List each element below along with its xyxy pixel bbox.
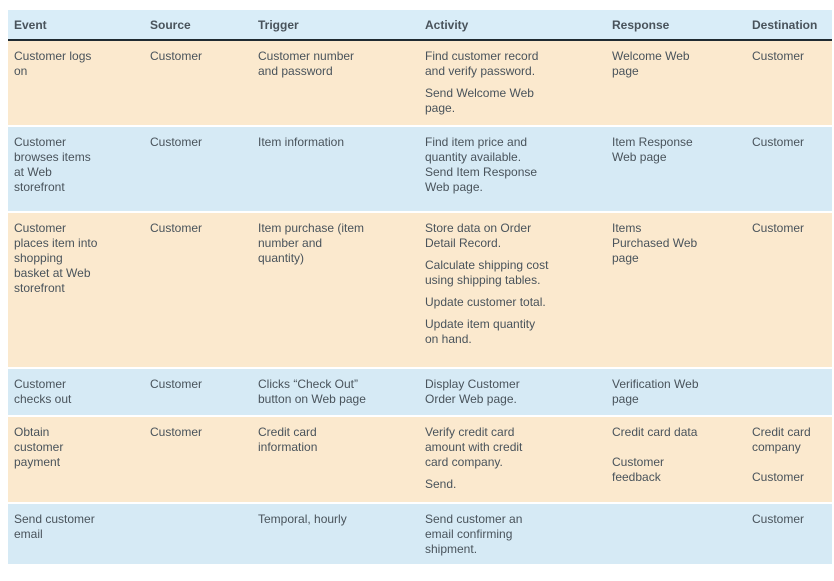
cell-paragraph: Verification Web page: [612, 377, 699, 406]
cell-trigger: Item purchase (item number and quantity): [258, 213, 425, 367]
cell-destination: Customer: [752, 41, 832, 125]
cell-destination: Customer: [752, 504, 832, 564]
cell-paragraph: Verify credit card amount with credit ca…: [425, 425, 523, 469]
cell-paragraph: Customer: [150, 377, 203, 391]
cell-paragraph: Welcome Web page: [612, 49, 690, 78]
cell-trigger: Credit card information: [258, 417, 425, 502]
cell-paragraph: Customer places item into shopping baske…: [14, 221, 98, 295]
cell-source: Customer: [150, 417, 258, 502]
cell-paragraph: Send.: [425, 477, 457, 491]
column-header-trigger: Trigger: [258, 18, 299, 32]
cell-source: [150, 504, 258, 564]
cell-event: Send customer email: [8, 504, 150, 564]
cell-trigger: Item information: [258, 127, 425, 211]
column-header-event: Event: [14, 18, 47, 32]
column-header-response: Response: [612, 18, 670, 32]
cell-paragraph: Customer checks out: [14, 377, 72, 406]
cell-source: Customer: [150, 213, 258, 367]
cell-paragraph: Send customer email: [14, 512, 95, 541]
cell-paragraph: Update customer total.: [425, 295, 546, 309]
cell-activity: Send customer an email confirming shipme…: [425, 504, 612, 564]
cell-paragraph: Obtain customer payment: [14, 425, 64, 469]
cell-paragraph: Item purchase (item number and quantity): [258, 221, 365, 265]
cell-paragraph: Customer: [752, 470, 805, 484]
cell-source: Customer: [150, 127, 258, 211]
cell-paragraph: Item information: [258, 135, 345, 149]
table-row: Customer browses items at Web storefront…: [8, 127, 832, 211]
cell-paragraph: Item Response Web page: [612, 135, 693, 164]
cell-activity: Store data on Order Detail Record. Calcul…: [425, 213, 612, 367]
cell-paragraph: Update item quantity on hand.: [425, 317, 536, 346]
table-row: Customer checks out Customer Clicks “Check…: [8, 369, 832, 415]
cell-activity: Display Customer Order Web page.: [425, 369, 612, 415]
cell-paragraph: Items Purchased Web page: [612, 221, 698, 265]
cell-paragraph: Customer feedback: [612, 455, 665, 484]
table-row: Send customer email Temporal, hourly Send …: [8, 504, 832, 564]
cell-paragraph: Customer: [752, 512, 805, 526]
cell-trigger: Clicks “Check Out” button on Web page: [258, 369, 425, 415]
table-row: Customer logs on Customer Customer number …: [8, 41, 832, 125]
cell-paragraph: Customer: [150, 221, 203, 235]
cell-paragraph: Customer logs on: [14, 49, 92, 78]
cell-event: Customer browses items at Web storefront: [8, 127, 150, 211]
cell-source: Customer: [150, 369, 258, 415]
cell-paragraph: Find item price and quantity available. …: [425, 135, 538, 194]
cell-response: Welcome Web page: [612, 41, 752, 125]
table-row: Customer places item into shopping baske…: [8, 213, 832, 367]
cell-paragraph: Clicks “Check Out” button on Web page: [258, 377, 366, 406]
cell-paragraph: Customer: [150, 425, 203, 439]
event-table: Event Source Trigger Activity Response Destin…: [8, 10, 832, 564]
cell-paragraph: Credit card company: [752, 425, 811, 454]
cell-paragraph: Temporal, hourly: [258, 512, 347, 526]
column-header-activity: Activity: [425, 18, 469, 32]
cell-trigger: Temporal, hourly: [258, 504, 425, 564]
cell-response: Item Response Web page: [612, 127, 752, 211]
cell-trigger: Customer number and password: [258, 41, 425, 125]
cell-event: Obtain customer payment: [8, 417, 150, 502]
cell-paragraph: Customer: [752, 221, 805, 235]
cell-paragraph: Calculate shipping cost using shipping t…: [425, 258, 549, 287]
cell-activity: Verify credit card amount with credit ca…: [425, 417, 612, 502]
cell-paragraph: Customer: [150, 49, 203, 63]
cell-paragraph: Customer: [752, 135, 805, 149]
cell-paragraph: Store data on Order Detail Record.: [425, 221, 532, 250]
cell-paragraph: Customer: [150, 135, 203, 149]
cell-paragraph: Customer number and password: [258, 49, 355, 78]
cell-response: [612, 504, 752, 564]
cell-source: Customer: [150, 41, 258, 125]
cell-activity: Find customer record and verify password…: [425, 41, 612, 125]
cell-paragraph: Send customer an email confirming shipme…: [425, 512, 523, 556]
cell-paragraph: Customer browses items at Web storefront: [14, 135, 91, 194]
cell-paragraph: Display Customer Order Web page.: [425, 377, 520, 406]
header-row: Event Source Trigger Activity Response Destin…: [8, 10, 832, 41]
cell-event: Customer places item into shopping baske…: [8, 213, 150, 367]
cell-paragraph: Credit card information: [258, 425, 318, 454]
cell-event: Customer logs on: [8, 41, 150, 125]
cell-destination: Customer: [752, 213, 832, 367]
cell-paragraph: Customer: [752, 49, 805, 63]
column-header-destination: Destination: [752, 18, 818, 32]
cell-response: Items Purchased Web page: [612, 213, 752, 367]
column-header-source: Source: [150, 18, 191, 32]
cell-destination: [752, 369, 832, 415]
cell-paragraph: Send Welcome Web page.: [425, 86, 534, 115]
cell-destination: Customer: [752, 127, 832, 211]
cell-event: Customer checks out: [8, 369, 150, 415]
cell-activity: Find item price and quantity available. …: [425, 127, 612, 211]
table-body: Customer logs on Customer Customer number …: [8, 41, 832, 564]
cell-response: Verification Web page: [612, 369, 752, 415]
cell-paragraph: Find customer record and verify password…: [425, 49, 539, 78]
cell-paragraph: Credit card data: [612, 425, 698, 439]
